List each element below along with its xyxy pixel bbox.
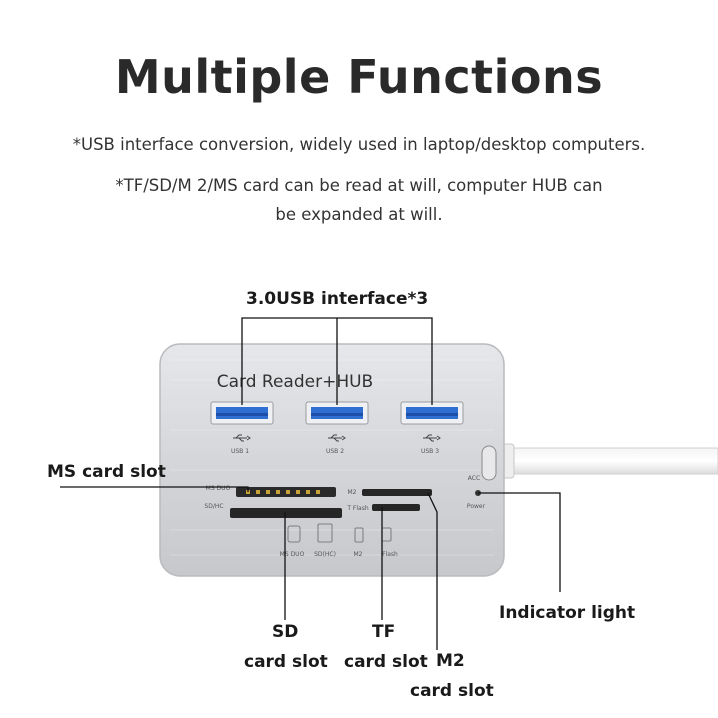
usb3-label: USB 3 <box>421 448 439 455</box>
m2-card-icon <box>354 527 364 543</box>
icon-label-sd: SD(HC) <box>314 551 336 558</box>
m2-card-slot <box>362 489 432 496</box>
usb-icon <box>233 434 441 442</box>
icon-label-ms: MS DUO <box>280 551 305 558</box>
tf-card-slot <box>372 504 420 511</box>
icon-label-m2: M2 <box>354 551 363 558</box>
desc-line-3: be expanded at will. <box>275 205 443 224</box>
sd-card-slot <box>230 508 342 518</box>
callout-lines <box>60 317 561 650</box>
desc-line-1: *USB interface conversion, widely used i… <box>72 135 646 154</box>
callout-tf-line1: TF <box>372 622 396 642</box>
callout-m2-line2: card slot <box>410 681 494 701</box>
tflash-label: T Flash <box>346 505 368 512</box>
usb-port-1 <box>210 401 274 425</box>
callout-ms-slot: MS card slot <box>47 462 166 482</box>
usb2-label: USB 2 <box>326 448 344 455</box>
callout-m2-line1: M2 <box>436 651 465 671</box>
ms-card-slot <box>236 487 336 497</box>
callout-sd-line1: SD <box>272 622 299 642</box>
acc-button <box>481 445 497 481</box>
callout-tf-line2: card slot <box>344 652 428 672</box>
callout-sd-line2: card slot <box>244 652 328 672</box>
ms-duo-label: MS DUO <box>206 485 231 492</box>
usb-port-3 <box>400 401 464 425</box>
acc-label: ACC <box>468 475 480 482</box>
ms-card-icon <box>287 525 301 543</box>
usb-cable <box>499 443 718 479</box>
device-brand-label: Card Reader+HUB <box>217 372 373 392</box>
page-title: Multiple Functions <box>114 50 604 104</box>
callout-usb: 3.0USB interface*3 <box>246 289 429 309</box>
m2-slot-label: M2 <box>348 489 357 496</box>
power-label: Power <box>467 503 486 510</box>
sdhc-label: SD/HC <box>204 503 223 510</box>
callout-indicator: Indicator light <box>499 603 636 623</box>
desc-line-2: *TF/SD/M 2/MS card can be read at will, … <box>115 176 603 195</box>
icon-label-flash: Flash <box>382 551 398 558</box>
sd-card-icon <box>317 523 333 543</box>
usb1-label: USB 1 <box>231 448 249 455</box>
usb-port-2 <box>305 401 369 425</box>
